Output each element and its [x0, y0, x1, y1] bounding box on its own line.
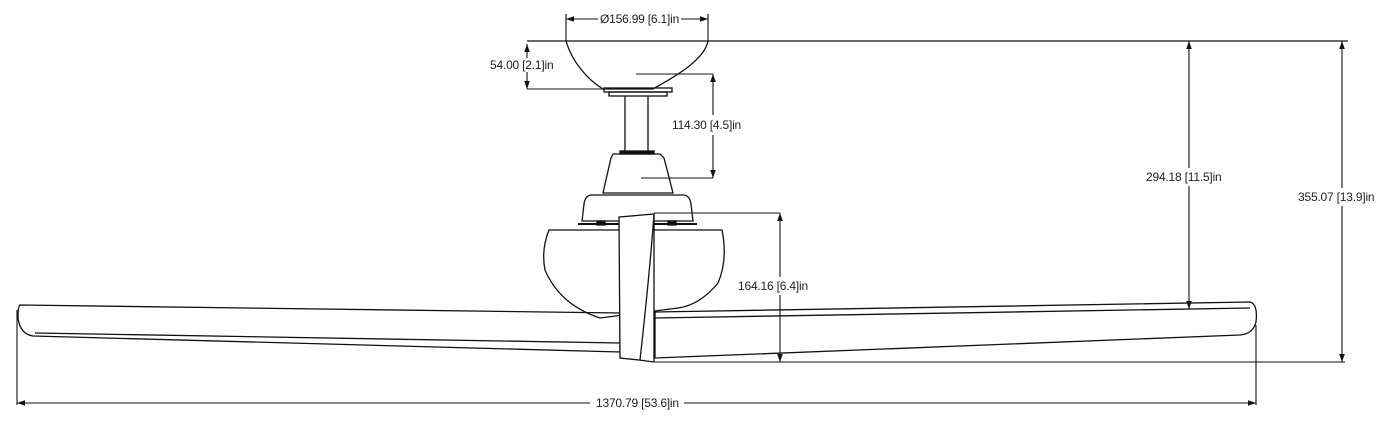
ceiling-to-blade-label: 294.18 [11.5]in	[1144, 170, 1224, 184]
downrod-length-label: 114.30 [4.5]in	[670, 118, 744, 132]
overall-span-label: 1370.79 [53.6]in	[594, 396, 681, 410]
overall-height-label: 355.07 [13.9]in	[1296, 190, 1377, 204]
canopy-height-label: 54.00 [2.1]in	[488, 58, 556, 72]
center-blade	[618, 213, 655, 363]
motor-to-blade-label: 164.16 [6.4]in	[736, 279, 810, 293]
motor-housing-top	[581, 194, 694, 222]
motor-collar	[602, 153, 674, 194]
left-blade	[17, 304, 621, 353]
canopy	[565, 40, 709, 90]
canopy-diameter-label: Ø156.99 [6.1]in	[598, 12, 682, 26]
right-blade	[654, 301, 1258, 359]
